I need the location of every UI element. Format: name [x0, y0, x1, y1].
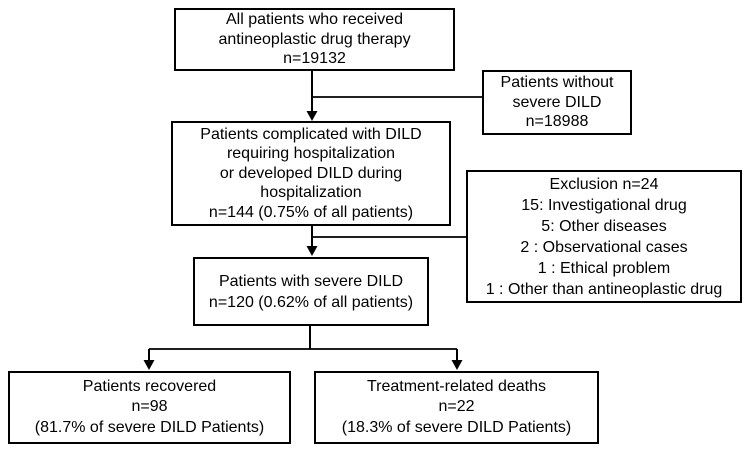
- text-line: 2 : Observational cases: [520, 238, 688, 256]
- text-line: (81.7% of severe DILD Patients): [34, 418, 265, 436]
- arrow-split-to-recovered-head: [143, 360, 155, 370]
- text-line: requiring hospitalization: [226, 145, 396, 163]
- text-line: antineoplastic drug therapy: [218, 30, 411, 48]
- box-severe-dild: Patients with severe DILD n=120 (0.62% o…: [193, 257, 429, 326]
- text-line: n=19132: [283, 50, 346, 68]
- box-exclusion: Exclusion n=24 15: Investigational drug …: [466, 170, 742, 303]
- text-line: severe DILD: [512, 93, 602, 111]
- text-line: Patients without: [500, 74, 614, 92]
- text-line: 15: Investigational drug: [521, 196, 687, 214]
- arrow-all-to-complicated-head: [306, 111, 318, 121]
- box-all-patients: All patients who received antineoplastic…: [174, 8, 455, 71]
- text-line: All patients who received: [226, 11, 403, 29]
- text-line: n=98: [131, 398, 168, 416]
- text-line: n=22: [438, 398, 475, 416]
- text-line: n=144 (0.75% of all patients): [208, 203, 414, 221]
- text-line: n=120 (0.62% of all patients): [208, 293, 414, 311]
- box-recovered: Patients recovered n=98 (81.7% of severe…: [8, 371, 291, 444]
- text-line: Patients with severe DILD: [218, 272, 404, 290]
- text-line: Patients recovered: [82, 377, 217, 395]
- text-line: Treatment-related deaths: [366, 377, 547, 395]
- text-line: (18.3% of severe DILD Patients): [341, 418, 572, 436]
- box-without-severe-dild: Patients without severe DILD n=18988: [482, 70, 632, 135]
- text-line: Exclusion n=24: [549, 175, 659, 193]
- box-treatment-deaths: Treatment-related deaths n=22 (18.3% of …: [314, 371, 599, 444]
- text-line: Patients complicated with DILD: [200, 125, 422, 143]
- text-line: 1 : Other than antineoplastic drug: [485, 280, 723, 298]
- text-line: n=18988: [525, 113, 589, 131]
- text-line: 5: Other diseases: [541, 217, 667, 235]
- arrow-complicated-to-severe-head: [306, 246, 318, 256]
- text-line: or developed DILD during: [219, 164, 403, 182]
- text-line: hospitalization: [260, 184, 362, 202]
- text-line: 1 : Ethical problem: [537, 259, 671, 277]
- box-complicated-dild: Patients complicated with DILD requiring…: [171, 121, 451, 226]
- arrow-split-to-deaths-head: [451, 360, 463, 370]
